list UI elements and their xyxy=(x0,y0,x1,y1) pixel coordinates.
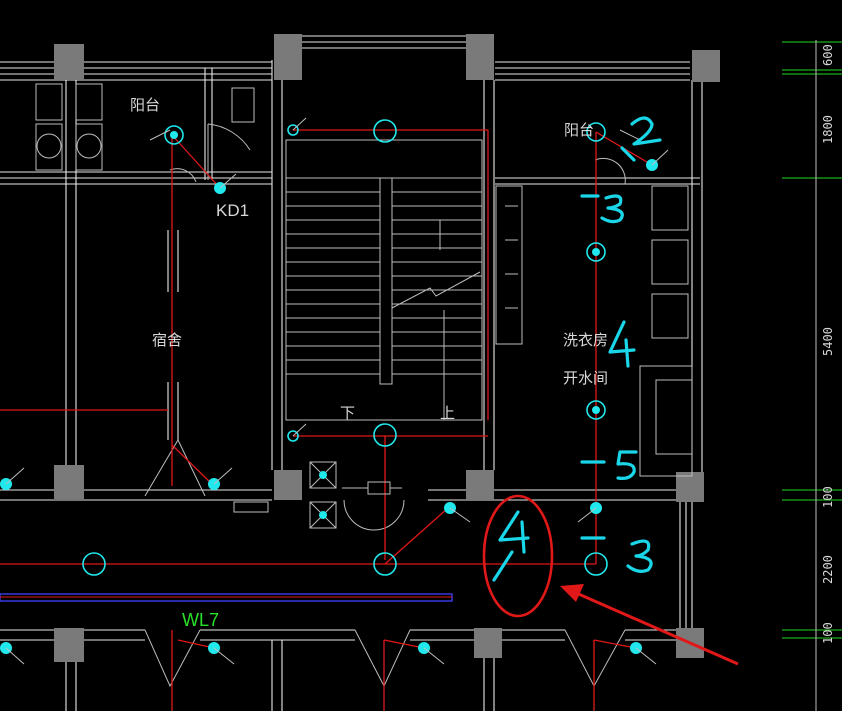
label-boiler-room: 开水间 xyxy=(563,369,608,387)
dimension-100-bottom: 100 xyxy=(821,622,835,644)
label-stair-down: 下 xyxy=(340,404,355,422)
annotation-mark-2: 2 xyxy=(0,0,662,146)
circuit-label-wl7: WL7 xyxy=(182,610,219,630)
label-dormitory: 宿舍 xyxy=(152,331,182,349)
annotation-mark-bottom-3-text: 3 xyxy=(0,0,1,1)
dimension-100-top: 100 xyxy=(821,486,835,508)
highlight-ellipse xyxy=(482,494,554,618)
panel-tag-kd1: KD1 xyxy=(216,201,249,220)
annotation-mark-5-text: 5 xyxy=(0,0,1,1)
annotation-tick-1 xyxy=(620,146,636,162)
columns xyxy=(54,34,720,662)
annotation-mark-top-3-text: 3 xyxy=(0,0,1,1)
annotation-mark-5: 5 xyxy=(0,0,638,480)
annotation-mark-2-text: 2 xyxy=(0,0,1,1)
label-balcony-left: 阳台 xyxy=(130,96,160,114)
dimension-600: 600 xyxy=(821,44,835,66)
dimension-2200: 2200 xyxy=(821,555,835,584)
label-balcony-right: 阳台 xyxy=(564,121,594,139)
dimension-lines xyxy=(782,40,842,711)
dimension-5400: 5400 xyxy=(821,327,835,356)
label-stair-up: 上 xyxy=(440,404,455,422)
exit-sign-boxes xyxy=(233,461,402,529)
annotation-mark-circled-4: 4 xyxy=(0,0,530,582)
annotation-mark-circled-4-text: 4 xyxy=(0,0,1,1)
label-laundry: 洗衣房 xyxy=(563,331,608,349)
annotation-mark-4-laundry: 4 xyxy=(0,0,636,368)
annotation-mark-4-laundry-text: 4 xyxy=(0,0,1,1)
annotation-mark-top-3: 3 xyxy=(0,0,624,224)
wiring xyxy=(0,129,653,711)
wall-light-fixtures xyxy=(164,122,606,420)
switch-leaders xyxy=(5,117,669,665)
pointer-arrow xyxy=(560,584,739,666)
staircase xyxy=(285,139,523,421)
dimension-1800: 1800 xyxy=(821,115,835,144)
sanitary-fixtures xyxy=(35,83,693,477)
ceiling-light-fixtures xyxy=(82,119,608,576)
annotation-mark-bottom-3: 3 xyxy=(0,0,653,573)
